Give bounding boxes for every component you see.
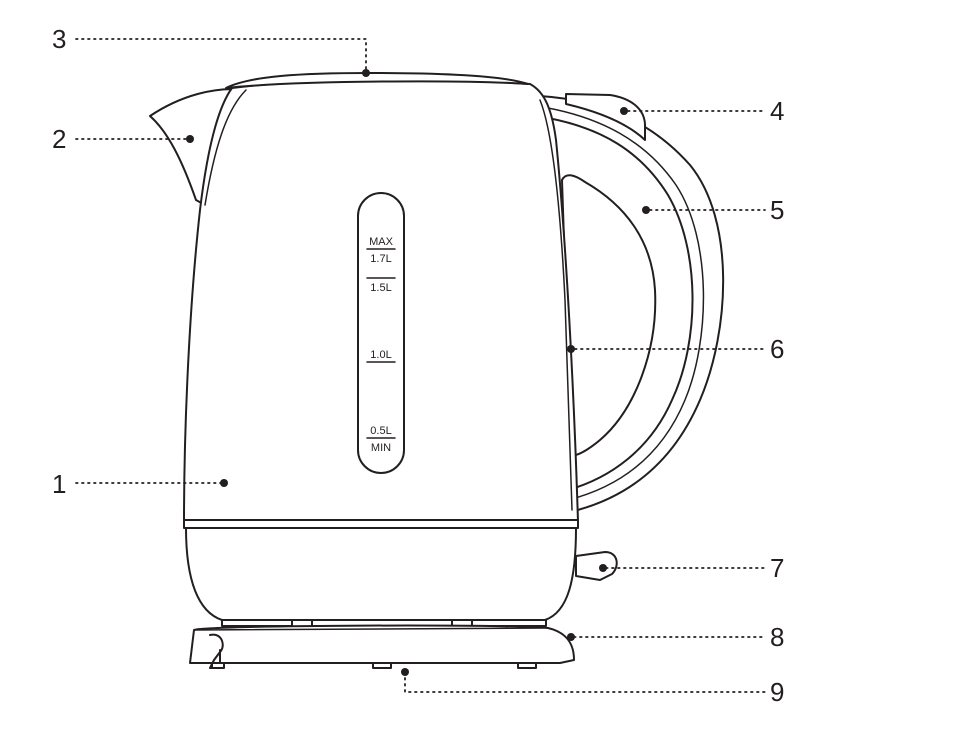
scale-min: MIN: [371, 442, 391, 454]
callout-1: 1: [52, 469, 66, 499]
callout-6: 6: [770, 334, 784, 364]
callout-4: 4: [770, 96, 784, 126]
callout-5: 5: [770, 195, 784, 225]
callout-numbers: 3 2 4 5 6 1 7 8 9: [52, 24, 784, 707]
base-foot-right: [517, 662, 537, 669]
scale-1-0l: 1.0L: [370, 349, 391, 361]
body-side-line: [539, 99, 573, 511]
lid: [225, 72, 529, 89]
lid-button: [565, 93, 646, 141]
callout-3: 3: [52, 24, 66, 54]
water-level-window: [357, 192, 405, 474]
handle-inner-line: [547, 107, 705, 501]
base-foot-left: [211, 662, 225, 669]
callout-8: 8: [770, 622, 784, 652]
water-level-scale: MAX 1.7L 1.5L 1.0L 0.5L MIN: [366, 236, 396, 454]
power-base: [189, 624, 575, 664]
callout-2: 2: [52, 124, 66, 154]
callout-9: 9: [770, 677, 784, 707]
scale-max: MAX: [369, 236, 394, 248]
base-foot-center: [372, 662, 392, 669]
kettle-illustration: MAX 1.7L 1.5L 1.0L 0.5L MIN: [149, 72, 725, 669]
scale-1-7l: 1.7L: [370, 253, 391, 265]
scale-0-5l: 0.5L: [370, 425, 391, 437]
power-switch: [575, 551, 618, 581]
body-front-line: [204, 89, 247, 206]
scale-1-5l: 1.5L: [370, 282, 391, 294]
callout-7: 7: [770, 553, 784, 583]
body-seam: [183, 519, 579, 529]
lower-body: [185, 527, 577, 621]
handle-grip: [561, 174, 657, 457]
callout-leaders: [75, 38, 766, 693]
